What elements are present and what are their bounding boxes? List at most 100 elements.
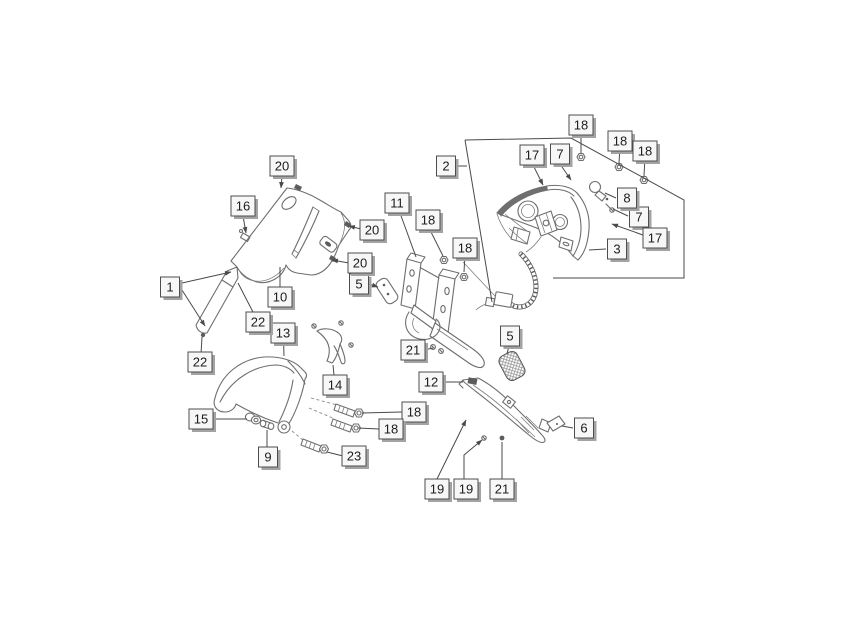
- callout-21[interactable]: 21: [400, 339, 428, 363]
- nut-icon: [459, 272, 469, 282]
- callout-6[interactable]: 6: [574, 417, 597, 441]
- callout-number: 22: [193, 355, 207, 370]
- callout-box: [607, 130, 633, 152]
- callout-7[interactable]: 7: [629, 206, 652, 230]
- callout-box: [500, 325, 520, 347]
- callout-box: [258, 446, 278, 468]
- callout-15[interactable]: 15: [188, 408, 216, 432]
- callout-22[interactable]: 22: [245, 311, 273, 335]
- harness-connector: [475, 291, 514, 311]
- nut-icon: [439, 255, 449, 265]
- callout-number: 20: [365, 223, 379, 238]
- callout-number: 11: [390, 196, 404, 211]
- mudguard-bolt-18: [330, 418, 362, 433]
- callout-17[interactable]: 17: [519, 144, 547, 168]
- callout-13[interactable]: 13: [270, 322, 298, 346]
- callout-number: 8: [623, 191, 630, 206]
- callout-box: [378, 418, 404, 440]
- steering-column-tube: [195, 266, 239, 338]
- callout-14[interactable]: 14: [322, 374, 350, 398]
- callout-number: 3: [613, 242, 620, 257]
- callout-number: 7: [635, 210, 642, 225]
- callout-18[interactable]: 18: [378, 418, 406, 442]
- callout-box: [418, 371, 444, 393]
- callout-20[interactable]: 20: [347, 252, 375, 276]
- callout-number: 20: [353, 256, 367, 271]
- callout-box: [267, 286, 293, 308]
- callout-box: [436, 155, 456, 177]
- license-plate-light: [375, 277, 399, 305]
- callout-16[interactable]: 16: [230, 195, 258, 219]
- callout-23[interactable]: 23: [341, 445, 369, 469]
- callout-box: [519, 144, 545, 166]
- callout-22[interactable]: 22: [187, 351, 215, 375]
- callout-box: [632, 140, 658, 162]
- callout-number: 18: [574, 118, 588, 133]
- callout-number: 18: [613, 134, 627, 149]
- front-mudguard: [213, 356, 338, 442]
- callout-18[interactable]: 18: [401, 401, 429, 425]
- screw-21-dot: [499, 435, 505, 441]
- callout-19[interactable]: 19: [424, 478, 452, 502]
- callout-number: 7: [556, 147, 563, 162]
- callout-18[interactable]: 18: [568, 114, 596, 138]
- mudguard-bolt-18: [333, 403, 365, 418]
- plate-6: [546, 415, 566, 432]
- callout-number: 17: [648, 231, 662, 246]
- callout-number: 18: [407, 405, 421, 420]
- callout-box: [187, 351, 213, 373]
- callout-18[interactable]: 18: [607, 130, 635, 154]
- callout-20[interactable]: 20: [359, 219, 387, 243]
- callout-number: 18: [421, 213, 435, 228]
- callout-2[interactable]: 2: [436, 155, 459, 179]
- callout-1[interactable]: 1: [160, 276, 183, 300]
- callout-number: 6: [580, 421, 587, 436]
- callout-box: [642, 227, 668, 249]
- callout-box: [401, 401, 427, 423]
- mudguard-bolt-23: [300, 438, 330, 454]
- callout-box: [400, 339, 426, 361]
- callout-17[interactable]: 17: [642, 227, 670, 251]
- callout-8[interactable]: 8: [617, 187, 640, 211]
- callout-number: 18: [384, 422, 398, 437]
- screw-icon: [430, 344, 436, 350]
- callout-18[interactable]: 18: [632, 140, 660, 164]
- callout-5[interactable]: 5: [349, 273, 372, 297]
- callout-number: 12: [424, 375, 438, 390]
- callout-11[interactable]: 11: [384, 192, 412, 216]
- callout-18[interactable]: 18: [452, 237, 480, 261]
- leader-lines: [181, 131, 685, 482]
- callout-number: 22: [251, 315, 265, 330]
- rear-flap: [458, 377, 552, 444]
- callout-9[interactable]: 9: [258, 446, 281, 470]
- spacer-9: [259, 419, 275, 430]
- callout-box: [269, 155, 295, 177]
- callout-12[interactable]: 12: [418, 371, 446, 395]
- callout-number: 17: [525, 148, 539, 163]
- callout-5[interactable]: 5: [500, 325, 523, 349]
- screw-icon: [438, 348, 444, 354]
- callout-number: 5: [355, 277, 362, 292]
- callout-number: 5: [506, 329, 513, 344]
- callout-box: [489, 478, 515, 500]
- callout-7[interactable]: 7: [550, 143, 573, 167]
- callout-number: 18: [458, 241, 472, 256]
- nut-icon: [576, 152, 586, 162]
- callout-20[interactable]: 20: [269, 155, 297, 179]
- callout-box: [384, 192, 410, 214]
- panel-clip: [294, 184, 302, 191]
- callout-3[interactable]: 3: [607, 238, 630, 262]
- screw-icon: [605, 203, 615, 213]
- callout-box: [415, 209, 441, 231]
- callout-21[interactable]: 21: [489, 478, 517, 502]
- callout-18[interactable]: 18: [415, 209, 443, 233]
- nut-15: [244, 412, 262, 425]
- screw-icon: [338, 320, 344, 326]
- callout-box: [607, 238, 627, 260]
- callout-box: [452, 237, 478, 259]
- callout-19[interactable]: 19: [453, 478, 481, 502]
- callout-number: 21: [406, 343, 420, 358]
- callout-10[interactable]: 10: [267, 286, 295, 310]
- reflector: [498, 351, 526, 381]
- callout-box: [617, 187, 637, 209]
